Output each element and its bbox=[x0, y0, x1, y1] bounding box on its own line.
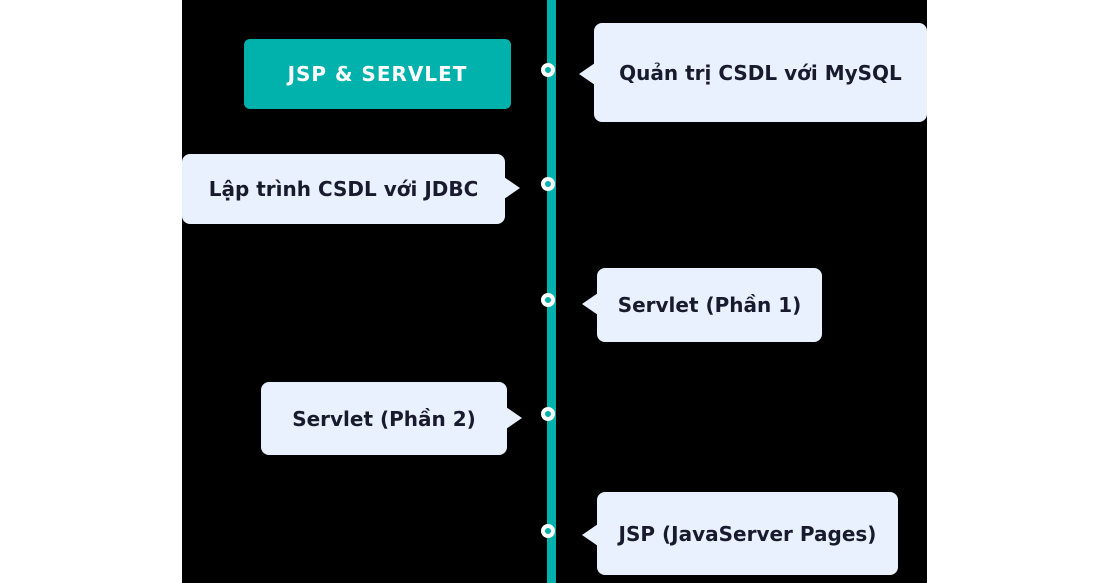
lesson-label: Servlet (Phần 1) bbox=[617, 293, 802, 317]
lesson-box-servlet-2: Servlet (Phần 2) bbox=[261, 382, 522, 455]
lesson-label: JSP (JavaServer Pages) bbox=[618, 521, 877, 546]
timeline-dot-3 bbox=[541, 293, 555, 307]
timeline-dot-1 bbox=[541, 63, 555, 77]
callout-pointer-right bbox=[504, 177, 520, 199]
course-badge-label: JSP & SERVLET bbox=[287, 62, 468, 86]
callout-pointer-left bbox=[582, 293, 598, 315]
timeline-dot-2 bbox=[541, 177, 555, 191]
timeline-line bbox=[547, 0, 556, 583]
lesson-box-servlet-1: Servlet (Phần 1) bbox=[582, 268, 822, 342]
lesson-box-jsp: JSP (JavaServer Pages) bbox=[582, 492, 898, 575]
callout-pointer-left bbox=[579, 63, 595, 85]
timeline-dot-5 bbox=[541, 524, 555, 538]
course-badge: JSP & SERVLET bbox=[244, 39, 511, 109]
lesson-box-jdbc: Lập trình CSDL với JDBC bbox=[182, 154, 520, 224]
lesson-label: Quản trị CSDL với MySQL bbox=[619, 60, 902, 85]
callout-pointer-right bbox=[506, 407, 522, 429]
timeline-panel: JSP & SERVLET Quản trị CSDL với MySQL Lậ… bbox=[182, 0, 927, 583]
lesson-box-mysql: Quản trị CSDL với MySQL bbox=[579, 23, 927, 122]
lesson-label: Servlet (Phần 2) bbox=[292, 406, 476, 431]
timeline-dot-4 bbox=[541, 407, 555, 421]
callout-pointer-left bbox=[582, 524, 598, 546]
lesson-label: Lập trình CSDL với JDBC bbox=[208, 177, 479, 201]
